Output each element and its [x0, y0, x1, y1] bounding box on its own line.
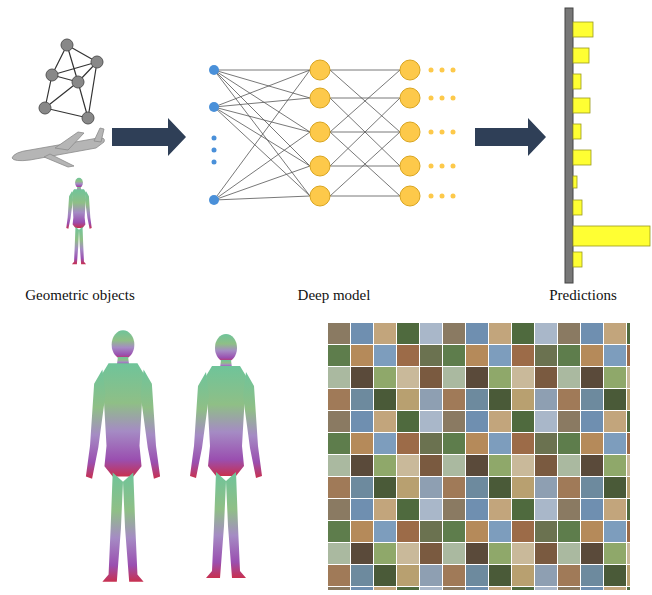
caption-label: Geometric objects	[25, 286, 135, 304]
caption-label: Predictions	[549, 286, 617, 304]
caption-label: Deep model	[298, 286, 371, 304]
